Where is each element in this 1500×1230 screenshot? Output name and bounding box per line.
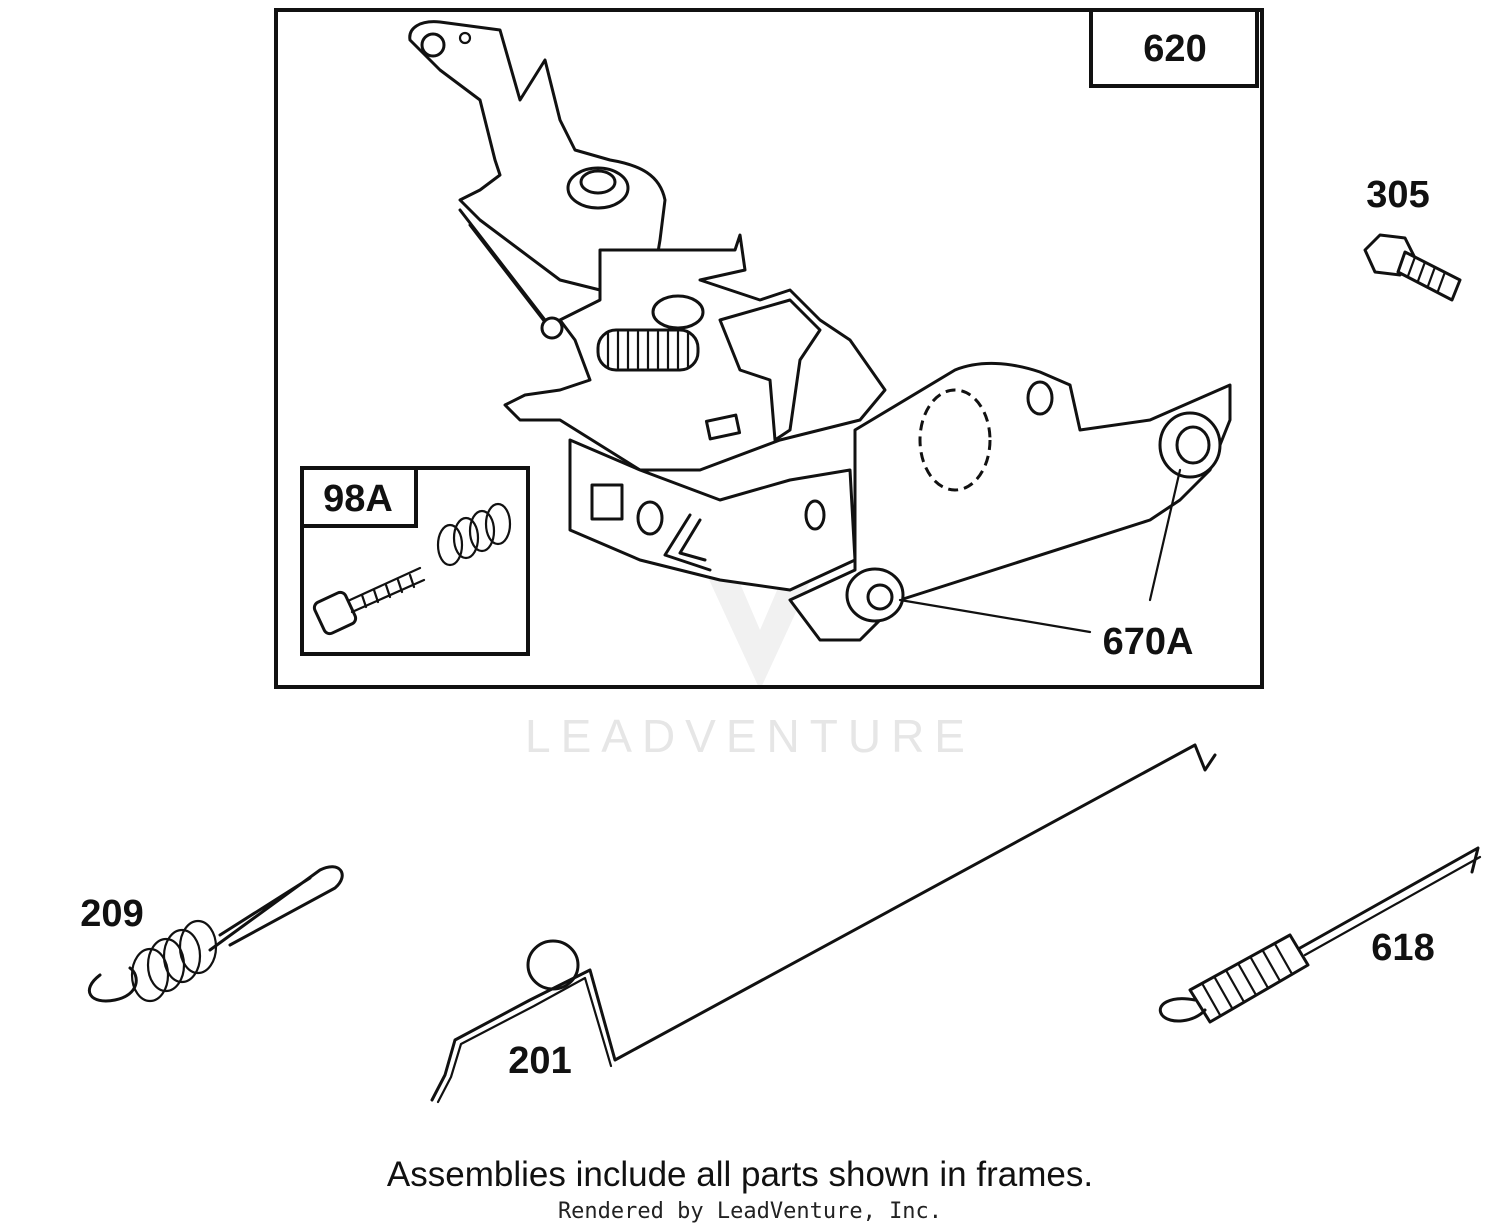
governor-spring-icon bbox=[596, 328, 700, 372]
governor-link-rod-icon bbox=[430, 743, 1217, 1104]
watermark: LEADVENTURE bbox=[525, 560, 975, 762]
choke-link-rod bbox=[458, 208, 557, 337]
lever-small-hole-icon bbox=[458, 31, 472, 45]
callout-620[interactable]: 620 bbox=[1143, 28, 1206, 70]
assembly-frame-620: 620 bbox=[274, 8, 1264, 689]
callout-618[interactable]: 618 bbox=[1371, 927, 1434, 969]
leader-line bbox=[898, 468, 1182, 634]
callout-670a-group: 670A bbox=[898, 468, 1194, 663]
bushing-left-icon bbox=[845, 567, 905, 623]
lever-pivot-inner-icon bbox=[579, 169, 617, 195]
idle-spring-icon bbox=[436, 502, 512, 567]
credit-text: Rendered by LeadVenture, Inc. bbox=[558, 1199, 942, 1224]
callout-305[interactable]: 305 bbox=[1366, 174, 1429, 216]
plate-large-hole-icon bbox=[918, 388, 992, 492]
extension-spring-618[interactable]: 618 bbox=[1158, 846, 1482, 1024]
body-square-cutout-icon bbox=[590, 483, 624, 521]
body-hole-icon bbox=[636, 500, 664, 536]
assembly-frame-border bbox=[274, 8, 1264, 689]
callout-209[interactable]: 209 bbox=[80, 893, 143, 935]
link-pin-icon bbox=[540, 316, 564, 340]
sub-kit-frame-label-box bbox=[300, 466, 418, 528]
bushing-right-icon bbox=[1158, 411, 1222, 479]
spring-link-icon bbox=[87, 865, 344, 1003]
caption-text: Assemblies include all parts shown in fr… bbox=[387, 1155, 1093, 1194]
callout-670a[interactable]: 670A bbox=[1103, 621, 1194, 663]
throttle-lever-arm bbox=[408, 20, 667, 302]
control-bracket-assembly[interactable] bbox=[408, 20, 1232, 642]
body-vslot-icon bbox=[663, 513, 712, 572]
watermark-text: LEADVENTURE bbox=[525, 710, 975, 762]
callout-98a[interactable]: 98A bbox=[323, 478, 393, 520]
plate-pivot-icon bbox=[651, 294, 705, 330]
spring-link-209[interactable]: 209 bbox=[80, 865, 344, 1003]
plate-top-hole-icon bbox=[1026, 380, 1054, 416]
governor-link-201[interactable]: 201 bbox=[430, 743, 1217, 1104]
assembly-frame-label-box bbox=[1089, 8, 1259, 88]
bolt-305[interactable]: 305 bbox=[1363, 174, 1462, 302]
idle-screw-icon bbox=[312, 566, 426, 636]
hex-bolt-icon bbox=[1363, 233, 1462, 302]
callout-201[interactable]: 201 bbox=[508, 1040, 571, 1082]
lever-hole-icon bbox=[420, 32, 446, 58]
body-hole-2-icon bbox=[804, 499, 826, 531]
bracket-tab bbox=[718, 298, 822, 442]
watermark-logo-icon bbox=[700, 560, 820, 690]
sub-kit-frame-98a: 98A bbox=[300, 466, 530, 656]
extension-spring-icon bbox=[1158, 846, 1482, 1024]
plate-slot-icon bbox=[704, 413, 742, 441]
